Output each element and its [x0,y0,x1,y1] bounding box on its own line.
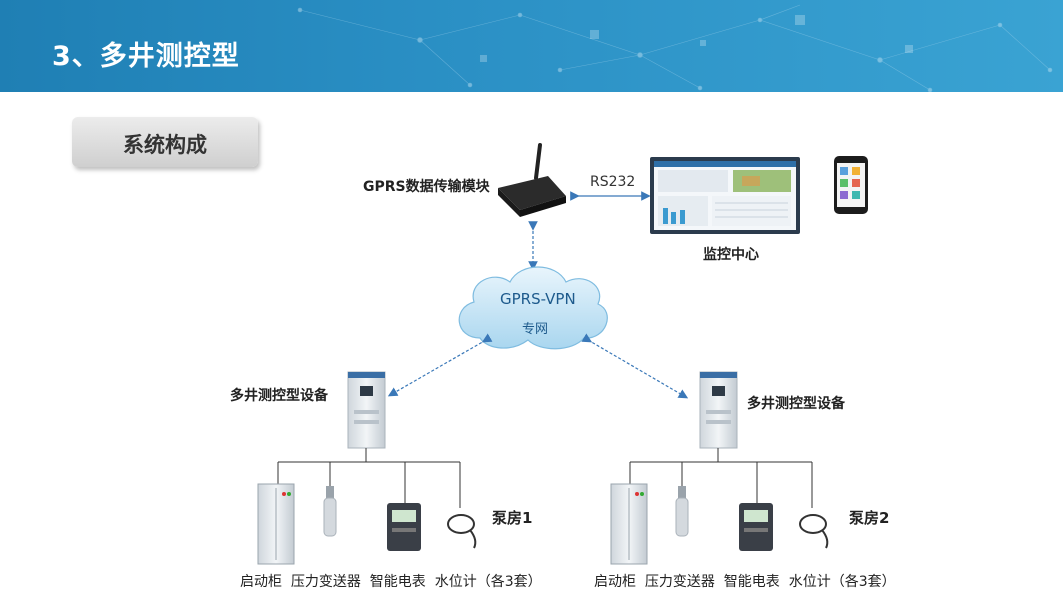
pump-room-2-label: 泵房2 [849,509,890,527]
section-tag-label: 系统构成 [123,133,207,157]
starter-cabinet-1-icon [257,483,295,565]
pressure-transmitter-2-icon [675,486,689,537]
section-tag: 系统构成 [72,117,258,167]
pump-room-1-equipment-caption: 启动柜 压力变送器 智能电表 水位计（各3套） [240,574,542,590]
monitor-screen-icon [650,157,800,234]
pump-room-2-equipment-caption: 启动柜 压力变送器 智能电表 水位计（各3套） [594,574,896,590]
water-level-gauge-2-icon [799,514,829,549]
gprs-module-label: GPRS数据传输模块 [363,179,490,195]
cloud-icon [458,266,608,350]
starter-cabinet-2-icon [610,483,648,565]
page-title: 3、多井测控型 [52,41,240,72]
pressure-transmitter-1-icon [323,486,337,537]
cloud-left-device-link [387,333,493,397]
gprs-router-icon [498,143,566,217]
smartphone-icon [834,156,868,214]
header-banner: 3、多井测控型 [0,0,1063,92]
device-left-label: 多井测控型设备 [230,388,328,404]
rs232-label: RS232 [590,174,636,190]
monitor-center-label: 监控中心 [703,247,759,263]
cloud-right-device-link [581,333,689,399]
water-level-gauge-1-icon [447,514,477,549]
controller-cabinet-right-icon [699,371,738,449]
cloud-label-line1: GPRS-VPN [500,290,576,308]
smart-meter-2-icon [739,503,773,551]
cloud-label-line2: 专网 [522,322,549,337]
pump-room-2-wiring [629,448,813,508]
smart-meter-1-icon [387,503,421,551]
controller-cabinet-left-icon [347,371,386,449]
pump-room-1-wiring [277,448,461,508]
device-right-label: 多井测控型设备 [747,396,845,412]
pump-room-1-label: 泵房1 [492,509,533,527]
network-pattern-decoration [297,4,1053,92]
